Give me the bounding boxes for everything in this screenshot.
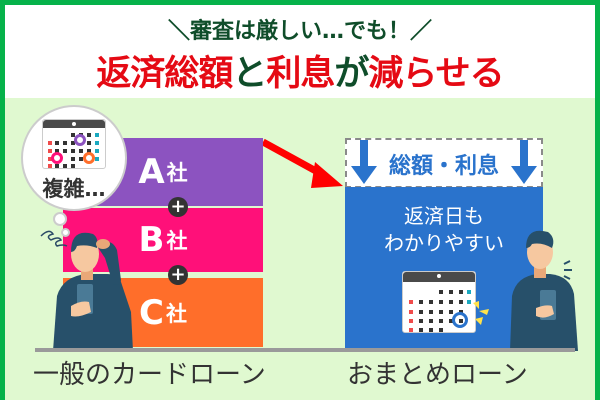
bubble-dot (53, 212, 67, 226)
plus-icon: + (168, 265, 188, 285)
consolidation-loan-label: おまとめローン (347, 360, 528, 390)
arrow-icon (263, 138, 343, 188)
title-part: 利息 (266, 54, 335, 94)
company-suffix: 社 (166, 161, 188, 185)
plus-icon: + (168, 197, 188, 217)
bubble-dot (61, 228, 70, 237)
baseline (35, 348, 305, 352)
subtitle: ＼審査は厳しい…でも！／ (167, 19, 432, 44)
title-part: と (232, 54, 267, 94)
company-letter: A (138, 152, 165, 192)
consolidated-loan-box: 返済日も わかりやすい (345, 187, 543, 348)
box-text: 返済日も わかりやすい (345, 203, 543, 257)
header: ＼審査は厳しい…でも！／ 返済総額と利息が減らせる (5, 5, 595, 97)
worried-person-icon (40, 230, 133, 351)
card-loan-label: 一般のカードローン (33, 360, 266, 390)
baseline (305, 348, 575, 352)
calendar-icon (42, 119, 106, 169)
title-part: が (334, 54, 369, 94)
box-text-line: 返済日も (404, 204, 484, 228)
thought-bubble: 複雑… (21, 105, 127, 211)
title-part: 減らせる (368, 54, 504, 94)
main-title: 返済総額と利息が減らせる (5, 45, 595, 96)
company-suffix: 社 (166, 229, 188, 253)
box-text-line: わかりやすい (384, 231, 504, 255)
title-part: 返済総額 (96, 54, 233, 94)
reduce-box: 総額・利息 (345, 138, 543, 188)
company-letter: C (139, 292, 164, 333)
thought-text: 複雑… (42, 177, 106, 201)
company-letter: B (138, 220, 165, 260)
sparkle-icon (473, 301, 489, 325)
happy-person-icon (510, 230, 578, 351)
down-arrow-icon (511, 140, 537, 184)
down-arrow-icon (351, 140, 377, 184)
calendar-icon (402, 271, 476, 333)
company-suffix: 社 (165, 301, 187, 326)
reduce-label: 総額・利息 (388, 154, 499, 179)
